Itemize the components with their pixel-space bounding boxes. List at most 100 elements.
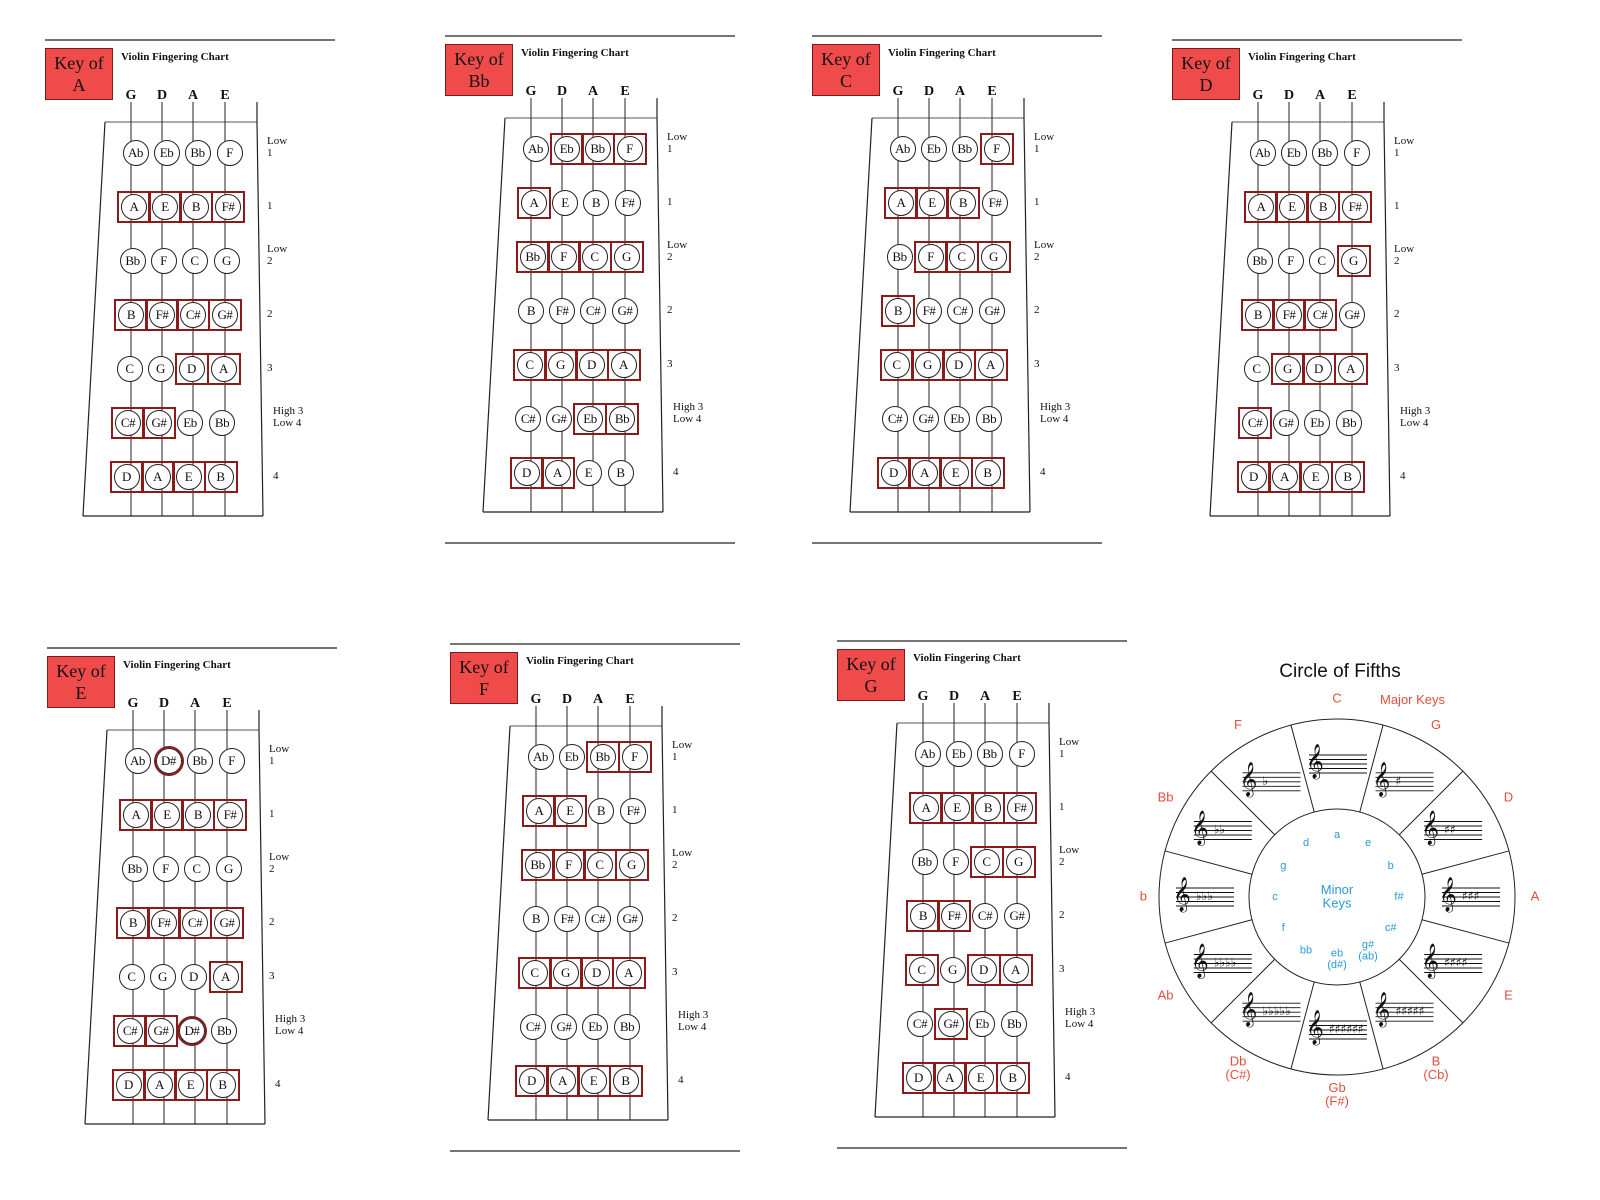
note-circle: F (942, 849, 969, 875)
note-circle: G# (979, 298, 1005, 324)
note-circle: G (1336, 245, 1371, 277)
note-circle: F (1277, 248, 1304, 274)
position-label: 4 (275, 1078, 281, 1090)
sector-divider (1398, 770, 1464, 836)
note-circle: Ab (522, 136, 549, 162)
sharp-icon: ♯ (1396, 774, 1402, 788)
string-name: G (125, 88, 137, 103)
flat-icon: ♭♭ (1214, 823, 1225, 837)
position-label: 4 (273, 470, 279, 482)
minor-key-label: c (1272, 891, 1278, 903)
minor-key-label: c# (1385, 922, 1398, 934)
string-name: E (625, 692, 635, 707)
note-circle: E (150, 799, 184, 831)
note-circle: Bb (951, 136, 978, 162)
note-circle: Ab (914, 741, 941, 767)
minor-key-label: f# (1394, 891, 1404, 903)
note-circle: F# (1272, 299, 1306, 331)
note-circle: D (180, 964, 207, 990)
note-circle: Bb (209, 410, 235, 436)
note-circle: B (881, 295, 915, 327)
circle-of-fifths-graphic: C𝄞G𝄞♯D𝄞♯♯A𝄞♯♯♯E𝄞♯♯♯♯B(Cb)𝄞♯♯♯♯♯Gb(F#)𝄞♯♯… (1140, 690, 1540, 1108)
sector-divider (1164, 850, 1253, 875)
note-circle: F# (937, 900, 971, 932)
key-name: Bb (468, 71, 490, 91)
string-name: A (979, 689, 991, 704)
treble-clef-icon: 𝄞 (1240, 992, 1258, 1028)
minor-key-label: f (1282, 922, 1286, 934)
position-label: High 3 Low 4 (275, 1013, 306, 1037)
major-key-label: Ab (1158, 987, 1174, 1002)
note-circle: C# (907, 1011, 933, 1037)
note-circle: C (183, 856, 210, 882)
treble-clef-icon: 𝄞 (1373, 992, 1391, 1028)
position-label: Low 2 (1059, 844, 1080, 868)
sector-divider (1421, 919, 1510, 944)
string-name: G (1252, 88, 1264, 103)
note-circle: Ab (122, 140, 149, 166)
flat-icon: ♭♭♭ (1196, 889, 1213, 903)
note-circle: B (116, 907, 150, 939)
note-circle: Bb (1246, 248, 1273, 274)
note-circle: Bb (886, 244, 913, 270)
major-key-label: G (1431, 717, 1441, 732)
note-circle: C (181, 248, 208, 274)
string-name: E (220, 88, 230, 103)
note-circle: Eb (153, 140, 180, 166)
note-circle: G (1001, 846, 1036, 878)
note-circle: G# (144, 1015, 178, 1047)
string-name: D (158, 696, 170, 711)
sharp-icon: ♯♯♯ (1462, 889, 1479, 903)
key-signature-staff: 𝄞♯ (1373, 762, 1434, 798)
treble-clef-icon: 𝄞 (1306, 744, 1324, 780)
note-circle: B (607, 460, 634, 486)
string-name: A (1314, 88, 1326, 103)
treble-clef-icon: 𝄞 (1421, 811, 1439, 847)
position-label: Low 1 (1034, 131, 1055, 155)
treble-clef-icon: 𝄞 (1421, 944, 1439, 980)
note-circle: A (540, 457, 575, 489)
note-circle: E (553, 795, 587, 827)
note-circle: A (884, 187, 918, 219)
note-circle: C# (1303, 299, 1337, 331)
note-circle: Bb (515, 241, 550, 273)
note-circle: G (548, 957, 583, 989)
treble-clef-icon: 𝄞 (1373, 762, 1391, 798)
note-circle: B (1241, 299, 1275, 331)
note-circle: C# (176, 299, 210, 331)
note-circle: Eb (558, 744, 585, 770)
note-circle: A (932, 1062, 967, 1094)
note-circle: B (518, 298, 544, 324)
string-name: D (156, 88, 168, 103)
note-circle: E (1275, 191, 1309, 223)
sharp-icon: ♯♯♯♯♯ (1396, 1004, 1425, 1018)
major-key-label: (C#) (1225, 1067, 1250, 1082)
note-circle: F (617, 741, 652, 773)
key-signature-staff: 𝄞♯♯♯ (1439, 877, 1500, 913)
note-circle: D (876, 457, 911, 489)
note-circle: E (576, 1065, 611, 1097)
note-circle: Eb (177, 410, 203, 436)
note-circle: G# (551, 1014, 577, 1040)
minor-key-label: g (1280, 860, 1286, 872)
note-circle: E (915, 187, 949, 219)
chart-title: Violin Fingering Chart (913, 652, 1021, 664)
position-label: High 3 Low 4 (273, 405, 304, 429)
note-circle: B (205, 1069, 240, 1101)
major-key-label: E (1504, 987, 1513, 1002)
note-circle: A (1267, 461, 1302, 493)
chart-title: Violin Fingering Chart (121, 51, 229, 63)
note-circle: Eb (573, 403, 607, 435)
note-circle: F (152, 856, 179, 882)
string-name: G (525, 84, 537, 99)
note-circle: C (577, 241, 612, 273)
note-circle: Eb (582, 1014, 608, 1040)
note-circle: G (1270, 353, 1305, 385)
sector-divider (1290, 981, 1315, 1070)
note-circle: D (514, 1065, 549, 1097)
string-name: D (923, 84, 935, 99)
